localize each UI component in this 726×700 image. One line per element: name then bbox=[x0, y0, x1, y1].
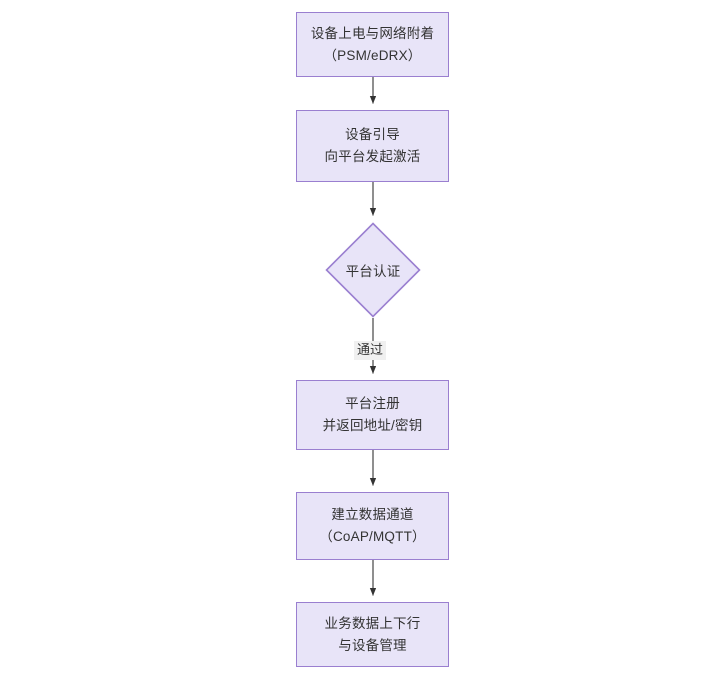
flow-node-data-channel[interactable]: 建立数据通道 （CoAP/MQTT） bbox=[296, 492, 449, 560]
flow-node-device-power-on[interactable]: 设备上电与网络附着 （PSM/eDRX） bbox=[296, 12, 449, 77]
flow-node-label-line1: 设备上电与网络附着 bbox=[310, 25, 435, 41]
flow-node-label-line2: 与设备管理 bbox=[338, 637, 407, 653]
flow-node-label-line1: 建立数据通道 bbox=[331, 507, 414, 523]
flow-node-label-line2: 向平台发起激活 bbox=[324, 149, 421, 164]
flow-node-device-bootstrap[interactable]: 设备引导 向平台发起激活 bbox=[296, 110, 449, 182]
flow-node-label-line2: （CoAP/MQTT） bbox=[319, 529, 426, 544]
flow-node-label-line1: 业务数据上下行 bbox=[324, 615, 421, 631]
diamond-shape-icon bbox=[325, 222, 421, 318]
flow-node-business-data[interactable]: 业务数据上下行 与设备管理 bbox=[296, 602, 449, 667]
edge-label-pass: 通过 bbox=[354, 341, 387, 360]
flow-node-platform-auth-decision[interactable]: 平台认证 bbox=[325, 222, 421, 318]
flow-node-label-line2: （PSM/eDRX） bbox=[323, 47, 422, 63]
flow-node-label-line1: 平台注册 bbox=[345, 396, 400, 412]
flow-node-label-line2: 并返回地址/密钥 bbox=[322, 418, 423, 433]
flow-node-label-line1: 设备引导 bbox=[345, 127, 400, 143]
flow-node-platform-registration[interactable]: 平台注册 并返回地址/密钥 bbox=[296, 380, 449, 450]
